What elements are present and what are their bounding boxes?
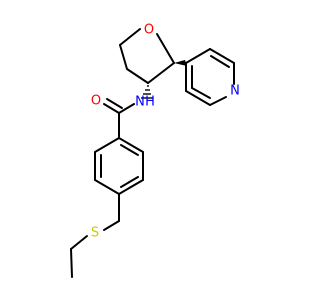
- carbonyl-oxygen-label: O: [91, 94, 101, 109]
- bond: [119, 28, 141, 46]
- bond: [119, 44, 128, 70]
- ring-oxygen-label: O: [144, 23, 154, 38]
- benzene-ring: [94, 137, 144, 195]
- amide-group: [103, 98, 135, 139]
- bond: [103, 103, 120, 114]
- bond: [209, 96, 227, 106]
- bond: [118, 137, 144, 153]
- bond: [106, 98, 123, 109]
- bond: [94, 179, 120, 195]
- bond: [118, 179, 144, 195]
- sulfur-label: S: [91, 226, 99, 241]
- stereo-wedge-bond: [174, 60, 187, 66]
- bond: [118, 103, 135, 114]
- bond: [70, 235, 88, 250]
- bond: [94, 137, 120, 153]
- bond: [185, 48, 211, 64]
- amide-hydrogen-label: H: [145, 95, 155, 110]
- molecule-structure: O N H O N S: [70, 23, 240, 278]
- bond: [120, 176, 139, 188]
- bond: [126, 68, 149, 84]
- bond: [191, 87, 211, 99]
- bond: [156, 33, 175, 64]
- stereo-hash-bond: [141, 85, 153, 99]
- tetrahydrofuran-ring: [119, 28, 175, 84]
- amide-nitrogen-label: N: [135, 95, 145, 110]
- bond: [185, 90, 211, 106]
- bond: [147, 62, 175, 84]
- bond: [120, 144, 139, 156]
- ethylthiomethyl-chain: [70, 193, 120, 278]
- bond: [210, 55, 230, 68]
- pyridine-ring: [185, 48, 235, 106]
- pyridine-nitrogen-label: N: [230, 84, 240, 99]
- bond: [70, 248, 73, 278]
- bond: [209, 48, 235, 64]
- bond: [103, 220, 120, 231]
